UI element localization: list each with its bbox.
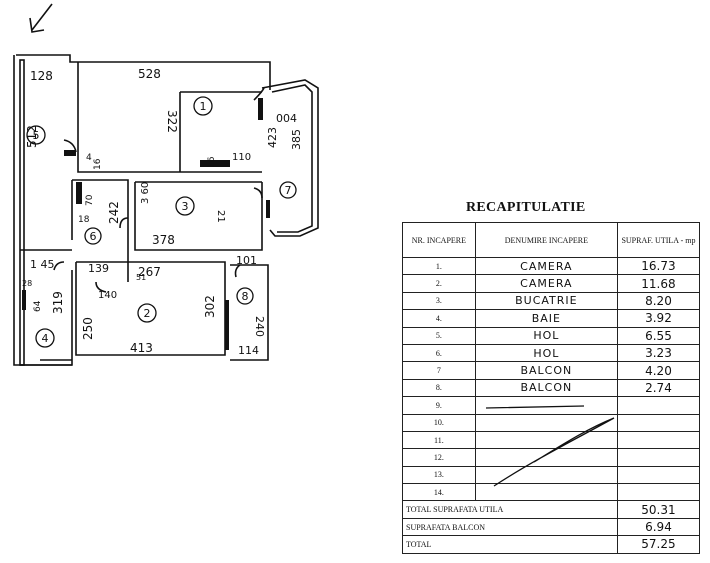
total-row: TOTAL 57.25 (402, 535, 701, 554)
dimension: 302 (203, 295, 217, 318)
total-value: 6.94 (616, 517, 701, 537)
row-area: 6.55 (616, 326, 701, 345)
dimension: 1 45 (30, 258, 55, 271)
total-label: SUPRAFATA BALCON (402, 517, 618, 537)
dimension: 319 (51, 291, 65, 314)
recap-table: NR. INCAPERE DENUMIRE INCAPERE SUPRAF. U… (402, 222, 701, 554)
dimension: 18 (78, 215, 90, 225)
dimension: 110 (232, 152, 251, 163)
total-label: TOTAL SUPRAFATA UTILA (402, 500, 618, 519)
total-row: TOTAL SUPRAFATA UTILA 50.31 (402, 500, 701, 519)
total-label: TOTAL (402, 535, 618, 554)
dimension: 423 (266, 127, 279, 148)
row-area: 3.92 (616, 309, 701, 328)
row-name: BALCON (474, 378, 618, 398)
row-nr: 14. (402, 483, 476, 502)
dimension: 16 (93, 158, 103, 170)
strike-scribble (485, 405, 615, 487)
recap-title: RECAPITULATIE (466, 200, 586, 215)
row-name: BAIE (474, 309, 618, 328)
room-number: 2 (144, 307, 151, 320)
table-row: 1. CAMERA 16.73 (402, 256, 701, 276)
row-name: BUCATRIE (474, 291, 618, 311)
total-value: 50.31 (616, 500, 701, 519)
dimension: 3 60 (140, 182, 151, 204)
dimension: 385 (290, 129, 303, 150)
floor-plan: 1 2 3 4 5 6 7 8 128 528 322 004 512 4 16… (13, 3, 319, 366)
row-nr: 4. (402, 309, 476, 328)
room-number: 7 (285, 184, 292, 197)
row-area: 4.20 (616, 361, 701, 380)
dimension: 139 (88, 262, 109, 275)
dimension: 512 (25, 125, 39, 148)
row-nr: 3. (402, 291, 476, 311)
row-nr: 11. (402, 430, 476, 450)
table-row: 7 BALCON 4.20 (402, 361, 701, 380)
dimension: 004 (276, 112, 297, 125)
row-area: 2.74 (616, 378, 701, 398)
row-nr: 8. (402, 378, 476, 398)
dimension: 114 (238, 344, 259, 357)
dimension: 21 (215, 210, 226, 223)
room-number: 4 (42, 332, 49, 345)
table-row: 14. (402, 483, 701, 502)
dimension: 322 (165, 110, 179, 133)
table-row: 8. BALCON 2.74 (402, 378, 701, 398)
row-area: 11.68 (616, 274, 701, 293)
room-number: 5 (33, 129, 40, 142)
row-name: HOL (474, 326, 618, 345)
row-name: HOL (474, 343, 618, 363)
row-area: 8.20 (616, 291, 701, 311)
row-nr: 5. (402, 326, 476, 345)
header-nr: NR. INCAPERE (402, 222, 476, 258)
row-nr: 12. (402, 448, 476, 467)
table-row: 2. CAMERA 11.68 (402, 274, 701, 293)
row-name: BALCON (474, 361, 618, 380)
room-number: 8 (242, 290, 249, 303)
table-row: 5. HOL 6.55 (402, 326, 701, 345)
dimension: 242 (107, 201, 121, 224)
dimension: 250 (81, 317, 95, 340)
dimension: 528 (138, 67, 161, 81)
header-supraf: SUPRAF. UTILA - mp (616, 222, 701, 258)
row-name: CAMERA (474, 274, 618, 293)
dimension: 140 (98, 290, 117, 301)
dimension: 378 (152, 233, 175, 247)
row-area: 3.23 (616, 343, 701, 363)
row-nr: 10. (402, 413, 476, 432)
row-nr: 1. (402, 256, 476, 276)
table-row: 4. BAIE 3.92 (402, 309, 701, 328)
table-row: 12. (402, 448, 701, 467)
dimension: 16 (207, 156, 217, 168)
room-number: 3 (182, 200, 189, 213)
recap-header-row: NR. INCAPERE DENUMIRE INCAPERE SUPRAF. U… (402, 222, 701, 258)
row-nr: 9. (402, 396, 476, 415)
table-row: 3. BUCATRIE 8.20 (402, 291, 701, 311)
row-nr: 6. (402, 343, 476, 363)
row-nr: 7 (402, 361, 476, 380)
total-value: 57.25 (616, 535, 701, 554)
dimension: 267 (138, 265, 161, 279)
row-nr: 13. (402, 465, 476, 485)
dimension: 101 (236, 254, 257, 267)
dimension: 4 (86, 153, 92, 163)
dimension: 70 (85, 194, 95, 206)
room-number: 6 (90, 230, 97, 243)
dimension: 240 (253, 316, 266, 337)
total-row: SUPRAFATA BALCON 6.94 (402, 517, 701, 537)
dimension: 64 (33, 300, 43, 312)
room-number: 1 (200, 100, 207, 113)
dimension: 413 (130, 341, 153, 355)
row-area: 16.73 (616, 256, 701, 276)
dimension: 51 (136, 273, 146, 282)
row-nr: 2. (402, 274, 476, 293)
row-name: CAMERA (474, 256, 618, 276)
dimension: 128 (30, 69, 53, 83)
dimension: 28 (22, 279, 32, 288)
table-row: 6. HOL 3.23 (402, 343, 701, 363)
header-denumire: DENUMIRE INCAPERE (474, 222, 618, 258)
